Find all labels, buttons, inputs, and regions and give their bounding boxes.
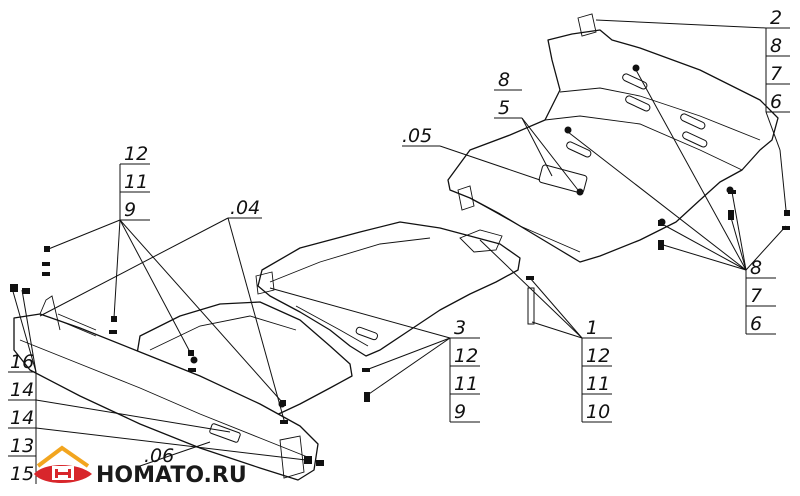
logo-text: HOMATO.RU	[96, 463, 247, 488]
callout-right-mid: 8 7 6	[750, 257, 762, 335]
callout-label: 16	[10, 351, 34, 373]
rear-skid-plate	[447, 13, 779, 263]
leader-lines	[8, 19, 790, 484]
mount-bolt	[190, 356, 198, 364]
callout-label: 12	[124, 143, 148, 165]
callout-label: 7	[770, 63, 782, 85]
callout-label: 11	[454, 373, 478, 395]
callout-center-stack: 3 12 11 9	[454, 317, 478, 423]
callout-label: 15	[10, 463, 34, 485]
callout-label: 6	[770, 91, 782, 113]
callout-label: 12	[586, 345, 610, 367]
callout-label: 6	[750, 313, 762, 335]
callout-label: 10	[586, 401, 610, 423]
callout-label: 2	[770, 7, 782, 29]
callout-top-right: 2 8 7 6	[770, 7, 782, 113]
mount-bolt	[576, 188, 584, 196]
callout-label: 5	[498, 97, 510, 119]
callout-label: 8	[498, 69, 510, 91]
callout-label: 9	[454, 401, 466, 423]
callout-label: 7	[750, 285, 762, 307]
front-crossmember-bar	[13, 295, 319, 481]
callout-label: 13	[10, 435, 34, 457]
callout-part-06: .06	[144, 445, 174, 467]
homato-logo-icon	[34, 445, 92, 483]
callout-label: 3	[454, 317, 466, 339]
callout-mid-top: 8 5	[498, 69, 510, 119]
callout-label: 14	[10, 407, 34, 429]
middle-skid-plate	[255, 221, 521, 357]
callout-left-bottom: 16 14 14 13 15	[10, 351, 34, 485]
mount-bolt	[564, 126, 572, 134]
callout-label: 11	[586, 373, 610, 395]
callout-label: 9	[124, 199, 136, 221]
callout-label: 8	[770, 35, 782, 57]
callout-left-stack: 12 11 9	[124, 143, 148, 221]
callout-label: 14	[10, 379, 34, 401]
callout-label: 8	[750, 257, 762, 279]
homato-logo: HOMATO.RU	[34, 445, 247, 488]
callout-label: 12	[454, 345, 478, 367]
callout-right-bottom: 1 12 11 10	[586, 317, 610, 423]
callout-part-04: .04	[230, 197, 260, 219]
mount-bolt	[632, 64, 640, 72]
callout-label: 1	[586, 317, 598, 339]
callout-part-05: .05	[402, 125, 432, 147]
callout-label: 11	[124, 171, 148, 193]
